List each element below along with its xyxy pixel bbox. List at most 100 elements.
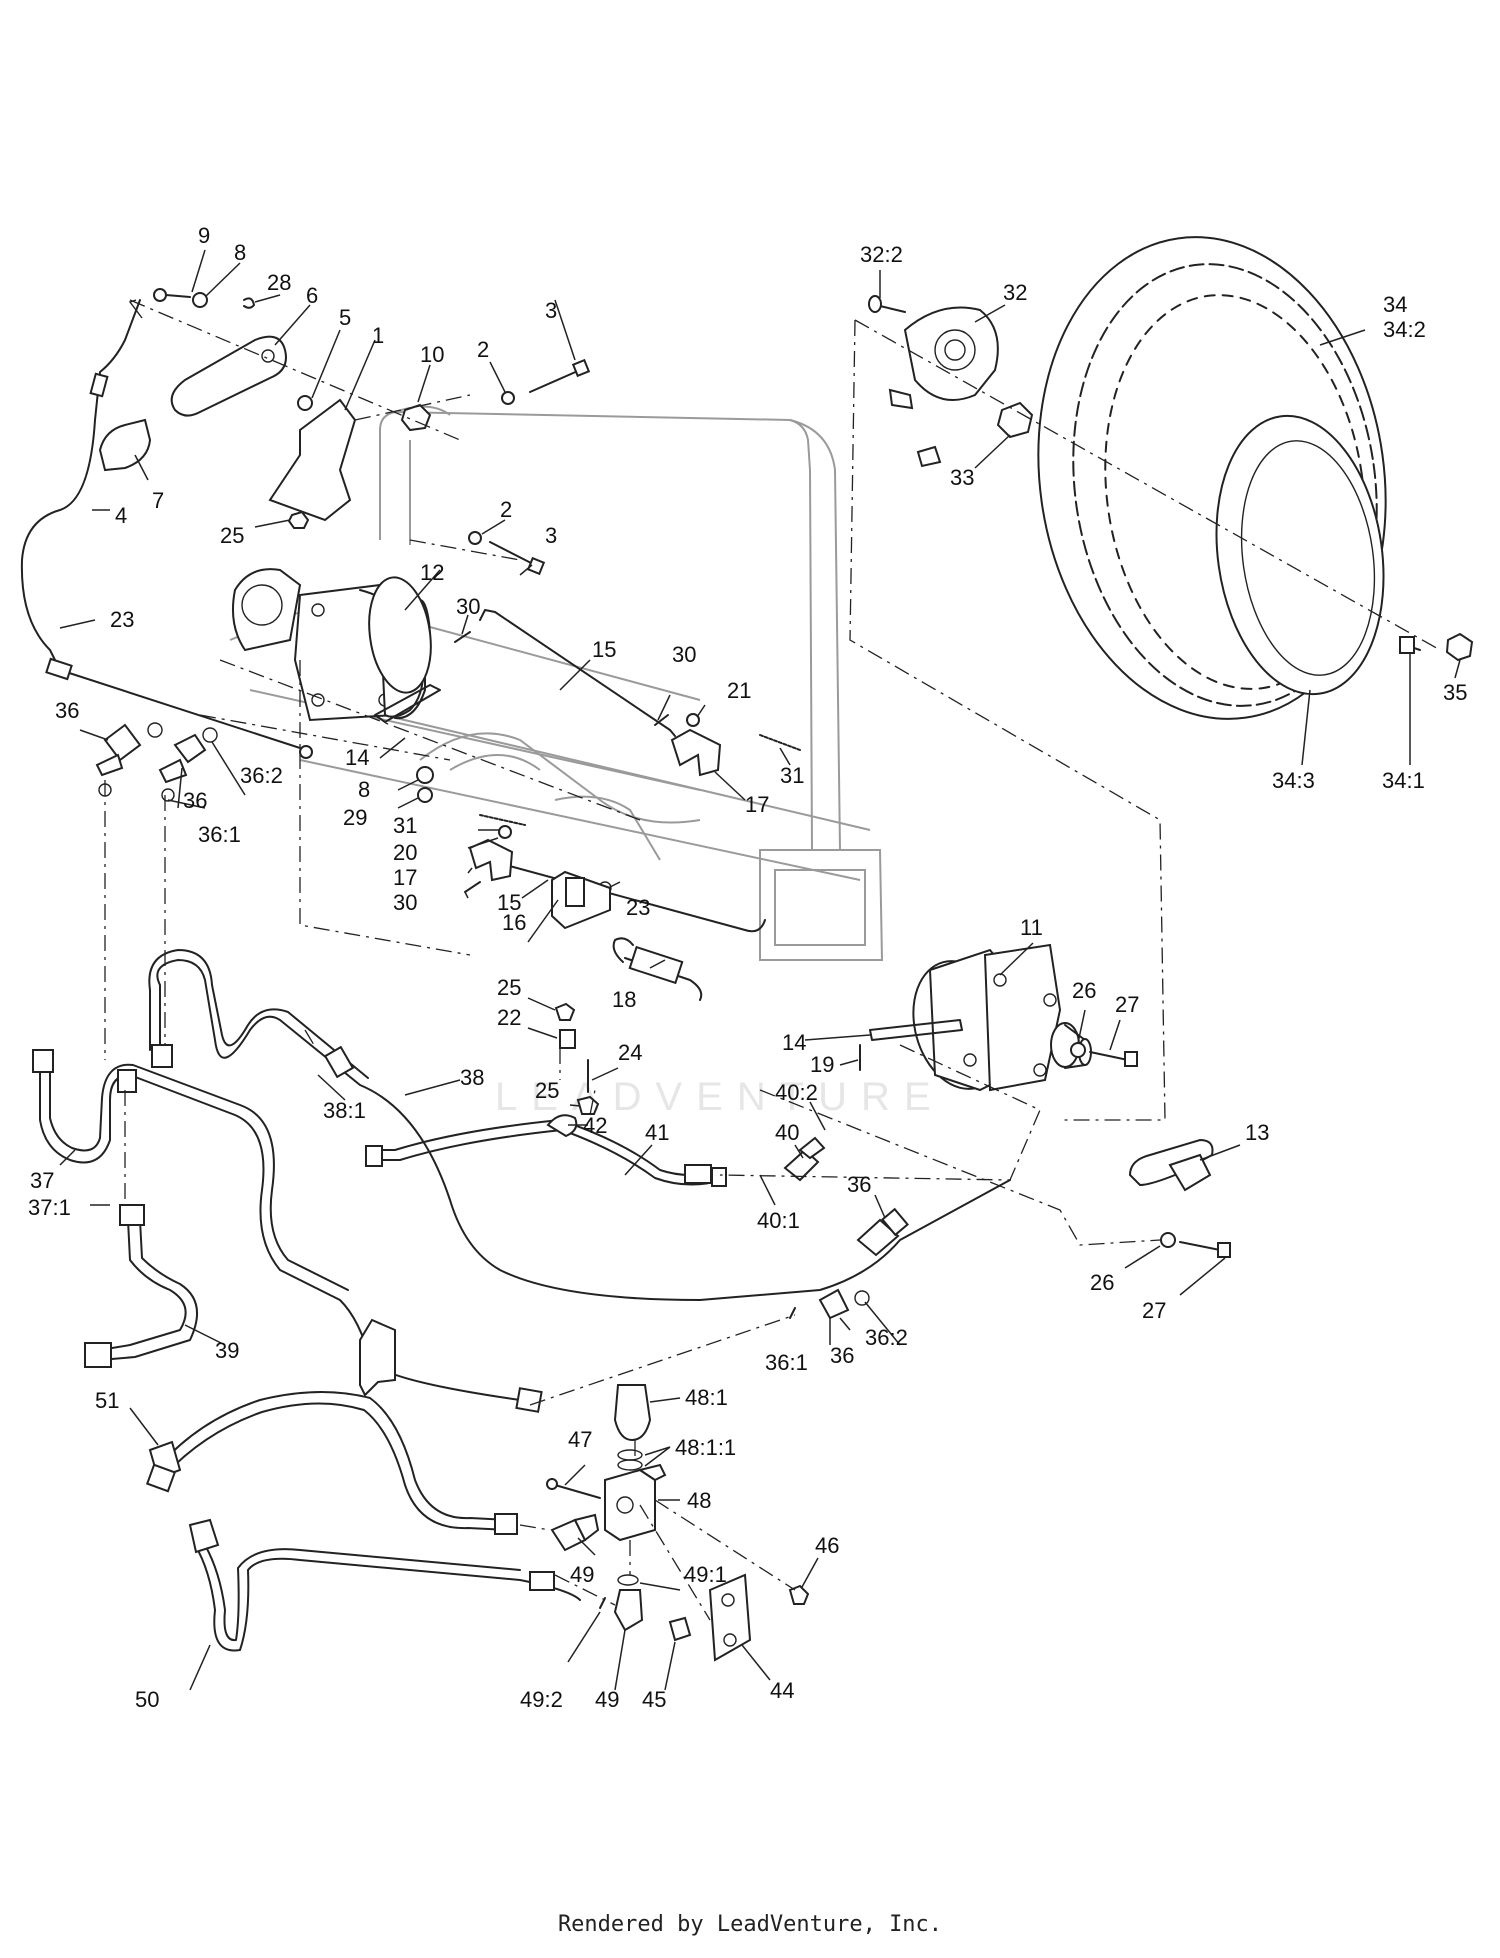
callout-8: 8 <box>358 777 370 802</box>
callout-27: 27 <box>1115 992 1139 1017</box>
washer-26b <box>1160 1232 1176 1248</box>
callout-36: 36 <box>183 788 207 813</box>
wheel-hub-32 <box>868 295 1034 468</box>
callout-9: 9 <box>198 223 210 248</box>
lever-6 <box>170 335 287 417</box>
callout-16: 16 <box>502 910 526 935</box>
callout-4: 4 <box>115 503 127 528</box>
bolt-21 <box>686 713 700 727</box>
clip-28 <box>243 297 255 309</box>
callout-31: 31 <box>393 813 417 838</box>
callout-49: 49 <box>595 1687 619 1712</box>
callout-36-1: 36:1 <box>765 1350 808 1375</box>
bolt-27a <box>1089 1051 1129 1061</box>
callout-3: 3 <box>545 523 557 548</box>
callout-45: 45 <box>642 1687 666 1712</box>
pin-30b <box>654 714 669 726</box>
arm-14b <box>869 1019 963 1041</box>
callout-36: 36 <box>55 698 79 723</box>
bolt-9 <box>153 288 191 302</box>
callout-21: 21 <box>727 678 751 703</box>
callout-30: 30 <box>456 594 480 619</box>
valve-assembly <box>145 1318 810 1662</box>
hose-50 <box>194 1544 581 1652</box>
tire-34 <box>1037 236 1474 720</box>
grip-7 <box>98 418 152 472</box>
callout-26: 26 <box>1072 978 1096 1003</box>
callout-17: 17 <box>745 792 769 817</box>
callout-46: 46 <box>815 1533 839 1558</box>
callout-50: 50 <box>135 1687 159 1712</box>
callout-32: 32 <box>1003 280 1027 305</box>
callout-36-2: 36:2 <box>240 763 283 788</box>
callout-8: 8 <box>234 240 246 265</box>
stud-32-2 <box>879 305 906 313</box>
linkage-assembly <box>374 609 963 1115</box>
spring-31b <box>479 814 526 826</box>
washer-8 <box>192 292 208 308</box>
callout-23: 23 <box>626 895 650 920</box>
callout-37-1: 37:1 <box>28 1195 71 1220</box>
callout-47: 47 <box>568 1427 592 1452</box>
arm-14a <box>374 684 441 723</box>
callout-22: 22 <box>497 1005 521 1030</box>
fitting-36d <box>818 1288 850 1320</box>
bracket-top <box>359 1318 396 1397</box>
bracket-44 <box>708 1573 752 1662</box>
callout-17: 17 <box>393 865 417 890</box>
callout-31: 31 <box>780 763 804 788</box>
washer-2b <box>468 531 482 545</box>
callout-2: 2 <box>500 497 512 522</box>
callout-25: 25 <box>535 1078 559 1103</box>
leader-lines <box>59 249 1461 1691</box>
tube-38 <box>156 959 1011 1301</box>
callout-1: 1 <box>372 323 384 348</box>
callout-13: 13 <box>1245 1120 1269 1145</box>
hose-41 <box>374 1119 721 1176</box>
bolt-20 <box>498 825 512 839</box>
lever-assembly <box>98 288 591 576</box>
rim-34-3 <box>1215 414 1385 696</box>
callout-48: 48 <box>687 1488 711 1513</box>
callout-labels: 9 8 28 6 5 1 10 2 3 7 4 25 2 3 12 23 30 … <box>28 223 1467 1712</box>
callout-2: 2 <box>477 337 489 362</box>
fitting-36c <box>856 1218 900 1257</box>
nut-46 <box>788 1584 810 1605</box>
callout-44: 44 <box>770 1678 794 1703</box>
callout-32-2: 32:2 <box>860 242 903 267</box>
callout-29: 29 <box>343 805 367 830</box>
callout-10: 10 <box>420 342 444 367</box>
clamp-42 <box>546 1114 578 1138</box>
callout-49-1: 49:1 <box>684 1562 727 1587</box>
callout-51: 51 <box>95 1388 119 1413</box>
callout-48-1: 48:1 <box>685 1385 728 1410</box>
rod-15b <box>494 861 766 933</box>
callout-6: 6 <box>306 283 318 308</box>
callout-34-1: 34:1 <box>1382 768 1425 793</box>
control-cable-4 <box>20 299 313 759</box>
lug-nut-35 <box>1445 632 1474 662</box>
callout-3: 3 <box>545 298 557 323</box>
callout-14: 14 <box>345 745 369 770</box>
callout-11: 11 <box>1020 915 1043 940</box>
callout-36-2: 36:2 <box>865 1325 908 1350</box>
hose-39 <box>99 1219 187 1351</box>
fitting-49b <box>613 1589 644 1632</box>
callout-23: 23 <box>110 607 134 632</box>
washer-26a <box>1070 1042 1086 1058</box>
callout-48-1-1: 48:1:1 <box>675 1435 736 1460</box>
nut-10 <box>400 403 432 432</box>
washer-5 <box>297 395 313 411</box>
callout-15: 15 <box>592 637 616 662</box>
fitting-36b <box>173 733 207 764</box>
bolt-47 <box>554 1484 601 1499</box>
nut-25a <box>287 510 310 529</box>
seal-49-1 <box>617 1574 639 1586</box>
bolt-27b <box>1179 1241 1221 1251</box>
nut-33 <box>996 401 1034 439</box>
hose-51 <box>159 1390 511 1521</box>
callout-39: 39 <box>215 1338 239 1363</box>
callout-26: 26 <box>1090 1270 1114 1295</box>
